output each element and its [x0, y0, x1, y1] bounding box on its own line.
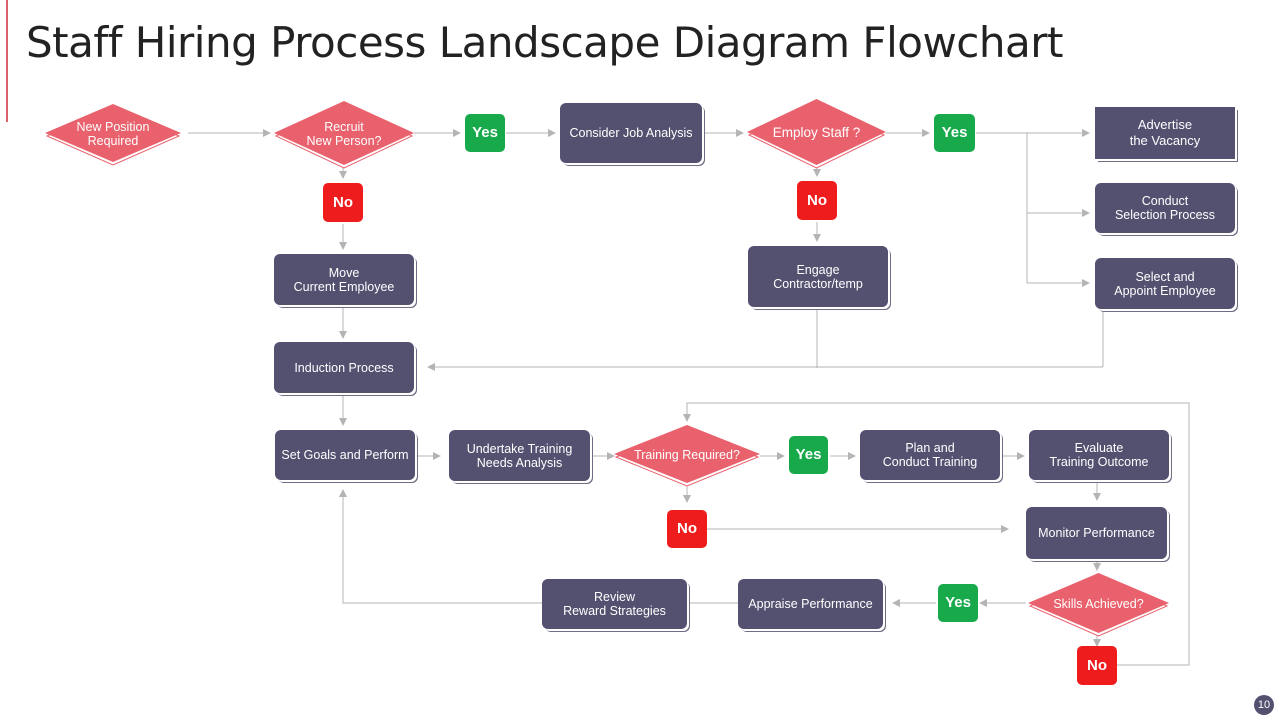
monitor-performance-box: Monitor Performance: [1026, 507, 1167, 559]
plan-training-label: Plan and Conduct Training: [882, 441, 978, 469]
slide-title: Staff Hiring Process Landscape Diagram F…: [26, 18, 1064, 67]
new-position-diamond: New Position Required: [45, 104, 181, 166]
yes-recruit-badge: Yes: [465, 114, 505, 152]
conduct-selection-label: Conduct Selection Process: [1114, 194, 1216, 222]
recruit-decision-label: Recruit New Person?: [306, 120, 382, 148]
advertise-vacancy-box: Advertise the Vacancy: [1095, 107, 1235, 159]
training-required-diamond: Training Required?: [614, 425, 760, 487]
conduct-selection-box: Conduct Selection Process: [1095, 183, 1235, 233]
training-needs-box: Undertake Training Needs Analysis: [449, 430, 590, 481]
skills-achieved-label: Skills Achieved?: [1053, 596, 1144, 611]
no-skills-badge: No: [1077, 646, 1117, 685]
yes-training-badge: Yes: [789, 436, 828, 474]
consider-job-analysis-label: Consider Job Analysis: [569, 126, 693, 140]
training-required-label: Training Required?: [634, 447, 740, 462]
skills-achieved-diamond: Skills Achieved?: [1028, 573, 1169, 637]
set-goals-label: Set Goals and Perform: [281, 448, 409, 462]
induction-process-label: Induction Process: [294, 360, 394, 375]
recruit-decision-diamond: Recruit New Person?: [274, 101, 414, 169]
consider-job-analysis-box: Consider Job Analysis: [560, 103, 702, 163]
evaluate-training-box: Evaluate Training Outcome: [1029, 430, 1169, 480]
induction-process-box: Induction Process: [274, 342, 414, 393]
evaluate-training-label: Evaluate Training Outcome: [1049, 441, 1149, 469]
select-appoint-box: Select and Appoint Employee: [1095, 258, 1235, 309]
employ-staff-label: Employ Staff ?: [772, 124, 861, 140]
yes-employ-badge: Yes: [934, 114, 975, 152]
no-recruit-badge: No: [323, 183, 363, 222]
arrow-no-loop-to-training-required: [683, 402, 1190, 666]
appraise-performance-box: Appraise Performance: [738, 579, 883, 629]
select-appoint-label: Select and Appoint Employee: [1114, 269, 1216, 298]
move-employee-label: Move Current Employee: [293, 265, 395, 294]
review-reward-box: Review Reward Strategies: [542, 579, 687, 629]
engage-contractor-label: Engage Contractor/temp: [773, 262, 863, 291]
advertise-vacancy-label: Advertise the Vacancy: [1129, 117, 1201, 148]
page-number-badge: 10: [1254, 695, 1274, 715]
arrow-review-to-goals: [339, 489, 542, 604]
no-employ-badge: No: [797, 181, 837, 220]
move-employee-box: Move Current Employee: [274, 254, 414, 305]
plan-training-box: Plan and Conduct Training: [860, 430, 1000, 480]
no-training-badge: No: [667, 510, 707, 548]
set-goals-box: Set Goals and Perform: [275, 430, 415, 480]
training-needs-label: Undertake Training Needs Analysis: [466, 441, 573, 470]
yes-skills-badge: Yes: [938, 584, 978, 622]
appraise-performance-label: Appraise Performance: [748, 597, 873, 611]
new-position-label: New Position Required: [76, 120, 150, 148]
engage-contractor-box: Engage Contractor/temp: [748, 246, 888, 307]
review-reward-label: Review Reward Strategies: [563, 590, 666, 618]
accent-bar: [6, 0, 8, 122]
employ-staff-diamond: Employ Staff ?: [747, 99, 886, 169]
monitor-performance-label: Monitor Performance: [1038, 526, 1155, 540]
